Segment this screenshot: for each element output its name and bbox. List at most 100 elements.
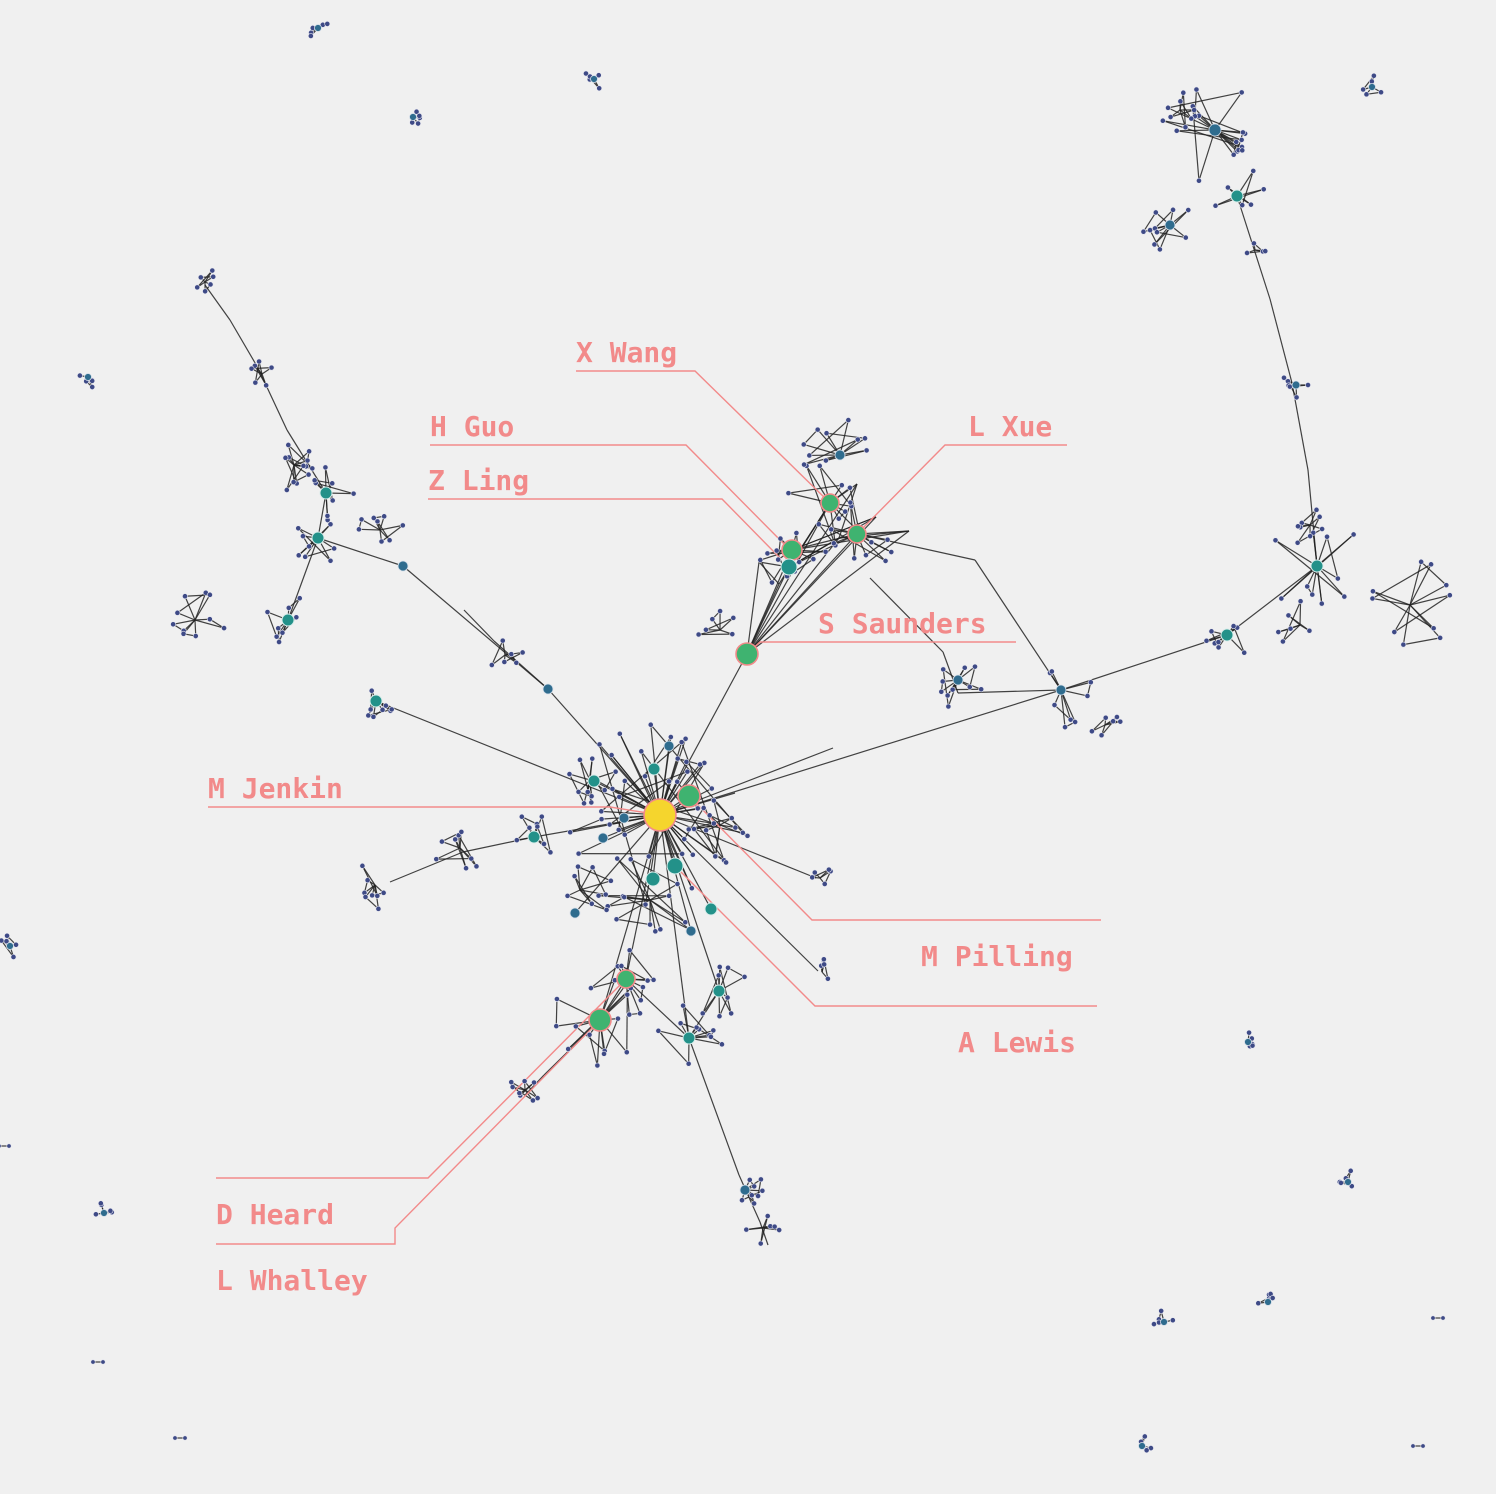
network-node [322, 464, 329, 471]
network-edge [688, 1037, 740, 1176]
network-node [820, 956, 827, 963]
network-edge [659, 814, 690, 1039]
network-node [1240, 129, 1246, 136]
network-node [295, 525, 302, 532]
network-node [1437, 634, 1444, 641]
network-node [1293, 394, 1300, 401]
network-node [296, 595, 303, 602]
network-node [13, 941, 19, 948]
network-node [640, 984, 646, 991]
network-node [647, 762, 661, 776]
network-node [771, 1223, 778, 1230]
network-edge [803, 443, 841, 456]
network-node [567, 829, 574, 836]
network-node [370, 713, 377, 720]
network-node [375, 905, 382, 912]
network-node [1182, 234, 1189, 241]
network-node [706, 812, 713, 819]
network-edge [618, 780, 626, 830]
network-edge [1409, 594, 1450, 606]
network-node [796, 559, 803, 565]
network-node [716, 1013, 723, 1020]
network-edge [1301, 509, 1317, 524]
leader-m-jenkin [208, 806, 661, 816]
network-edge [463, 609, 495, 642]
network-node [674, 881, 681, 887]
network-edge [698, 629, 721, 636]
network-node [1165, 104, 1171, 111]
network-node [508, 1079, 515, 1086]
network-node [739, 1184, 751, 1196]
network-node [207, 591, 213, 598]
network-node [683, 758, 690, 765]
network-edge [942, 669, 949, 707]
network-node [526, 824, 533, 831]
network-node [399, 522, 406, 529]
network-node [586, 1031, 593, 1038]
label-l-xue: L Xue [968, 410, 1052, 443]
network-node [624, 991, 631, 998]
network-node [1051, 702, 1058, 708]
network-nodes [0, 21, 1453, 1454]
network-edge [693, 828, 716, 857]
network-edge [266, 611, 278, 637]
network-node [684, 768, 691, 775]
network-edge [599, 814, 661, 1021]
leader-d-heard [216, 978, 627, 1179]
network-edge [1226, 565, 1318, 636]
network-edge [519, 1082, 535, 1096]
network-node [851, 555, 858, 562]
highlighted-authors [588, 493, 867, 1032]
network-edge [621, 965, 648, 982]
network-node [1177, 98, 1184, 105]
network-node [1173, 127, 1180, 134]
network-node [1248, 201, 1254, 208]
network-node [627, 856, 634, 863]
network-edge [714, 824, 721, 857]
network-node [685, 826, 692, 833]
network-node [694, 805, 701, 812]
network-edge [1091, 717, 1107, 732]
network-node [1158, 1308, 1165, 1314]
network-edge [957, 689, 1062, 694]
network-node [1249, 1042, 1256, 1049]
network-node [811, 869, 818, 876]
network-node [645, 871, 661, 887]
network-node [608, 752, 615, 759]
network-node [180, 630, 187, 637]
network-edge [1409, 604, 1435, 629]
network-node [282, 454, 289, 461]
network-edge [441, 841, 461, 849]
label-d-heard: D Heard [216, 1198, 334, 1231]
network-edge [1149, 229, 1161, 250]
network-node [1275, 629, 1282, 635]
network-node [501, 659, 508, 665]
network-node [1114, 714, 1120, 720]
network-node [416, 112, 423, 119]
network-node [938, 688, 945, 695]
network-node [1278, 595, 1285, 602]
network-edge [624, 896, 651, 901]
network-node [473, 863, 480, 870]
network-edge [1236, 195, 1271, 300]
network-edge [1198, 129, 1216, 181]
network-node [966, 684, 973, 690]
network-edge [254, 361, 260, 383]
network-node [715, 972, 722, 979]
network-node [700, 805, 707, 811]
network-edge [1409, 584, 1447, 606]
label-s-saunders: S Saunders [818, 607, 987, 640]
network-node [1318, 600, 1325, 607]
network-node [1319, 526, 1325, 532]
network-edge [969, 666, 976, 688]
network-edge [871, 541, 892, 553]
network-node [1287, 625, 1294, 632]
network-edge [604, 771, 617, 791]
network-node [588, 985, 594, 991]
network-node [1225, 184, 1231, 191]
network-node [409, 113, 417, 121]
node-x-wang [820, 493, 840, 513]
network-node [182, 1435, 188, 1441]
network-node [830, 540, 837, 547]
network-node [583, 70, 589, 77]
